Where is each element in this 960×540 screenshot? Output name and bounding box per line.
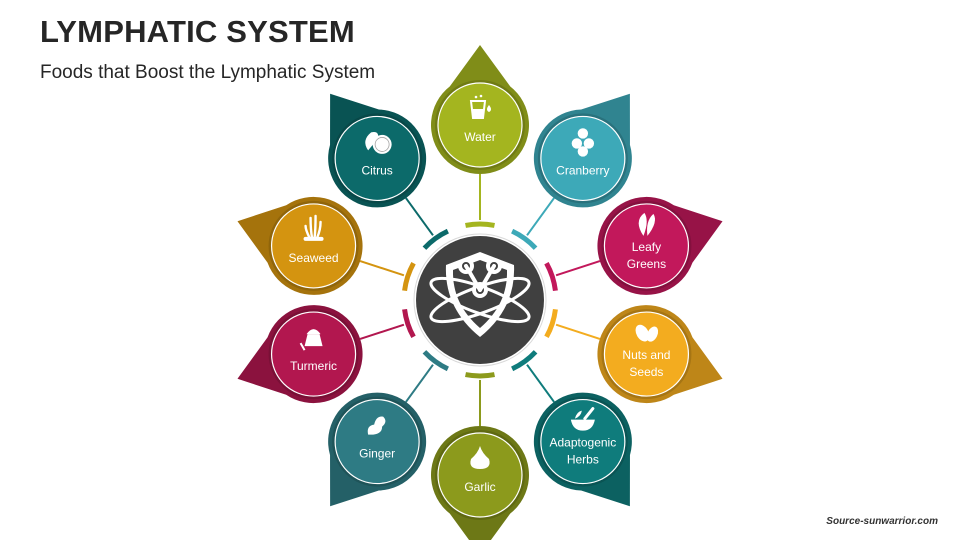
petal-seaweed: Seaweed: [237, 196, 363, 295]
ring-segment-water: [465, 221, 495, 228]
central-hub: [413, 233, 547, 367]
petal-citrus: Citrus: [328, 93, 427, 208]
hub-dashed-ring: [402, 221, 558, 379]
petal-turmeric: Turmeric: [237, 305, 363, 404]
ring-segment-leafy-greens: [544, 261, 558, 292]
citrus-slice-icon: [365, 132, 392, 154]
ring-segment-cranberry: [511, 228, 538, 250]
leaf-icon: [638, 212, 655, 236]
connector-ginger: [405, 364, 434, 403]
mortar-pestle-icon: [570, 407, 595, 431]
connector-turmeric: [359, 323, 405, 340]
ring-segment-adaptogenic-herbs: [511, 350, 538, 372]
petal-label-water: Water: [464, 130, 496, 144]
petal-label-cranberry: Cranberry: [556, 163, 609, 177]
immune-shield-icon: [429, 252, 531, 337]
ring-segment-garlic: [465, 372, 495, 379]
connector-adaptogenic-herbs: [526, 364, 555, 403]
ring-segment-citrus: [422, 228, 449, 250]
petal-label-citrus: Citrus: [361, 163, 392, 177]
cranberry-icon: [571, 128, 595, 157]
connector-leafy-greens: [555, 260, 601, 277]
petal-cranberry: Cranberry: [533, 93, 632, 208]
nuts-icon: [635, 324, 659, 342]
ring-segment-ginger: [422, 350, 449, 372]
petal-garlic: Garlic: [431, 426, 529, 540]
connector-lines: [359, 174, 601, 426]
petal-circle-nuts-and-seeds: [603, 311, 690, 397]
connector-nuts-and-seeds: [555, 323, 601, 340]
ring-segment-seaweed: [402, 261, 416, 292]
petal-label-ginger: Ginger: [359, 447, 395, 461]
petal-circle-water: [437, 82, 523, 168]
page-subtitle: Foods that Boost the Lymphatic System: [40, 62, 376, 83]
petal-circle-seaweed: [270, 203, 357, 289]
connector-citrus: [405, 197, 434, 236]
petal-label-seaweed: Seaweed: [289, 251, 339, 265]
petal-circle-leafy-greens: [603, 203, 690, 289]
petal-label-turmeric: Turmeric: [290, 359, 337, 373]
connector-seaweed: [359, 260, 405, 277]
petal-circle-garlic: [437, 432, 523, 518]
petal-label-garlic: Garlic: [464, 480, 495, 494]
source-credit: Source-sunwarrior.com: [826, 516, 938, 527]
petal-ginger: Ginger: [328, 392, 427, 507]
turmeric-powder-icon: [299, 329, 323, 351]
petal-circle-adaptogenic-herbs: [540, 398, 626, 485]
garlic-icon: [470, 446, 490, 469]
petal-circle-ginger: [334, 398, 420, 485]
water-glass-icon: [469, 94, 491, 119]
ring-segment-turmeric: [402, 308, 416, 339]
ginger-root-icon: [367, 416, 386, 435]
petal-water: Water: [431, 45, 529, 174]
petal-circle-citrus: [334, 115, 420, 202]
petal-circle-cranberry: [540, 115, 626, 202]
seaweed-icon: [303, 214, 324, 241]
ring-segment-nuts-and-seeds: [544, 308, 558, 339]
petal-circle-turmeric: [270, 311, 357, 397]
page-title: LYMPHATIC SYSTEM: [40, 14, 355, 49]
connector-cranberry: [526, 197, 555, 236]
